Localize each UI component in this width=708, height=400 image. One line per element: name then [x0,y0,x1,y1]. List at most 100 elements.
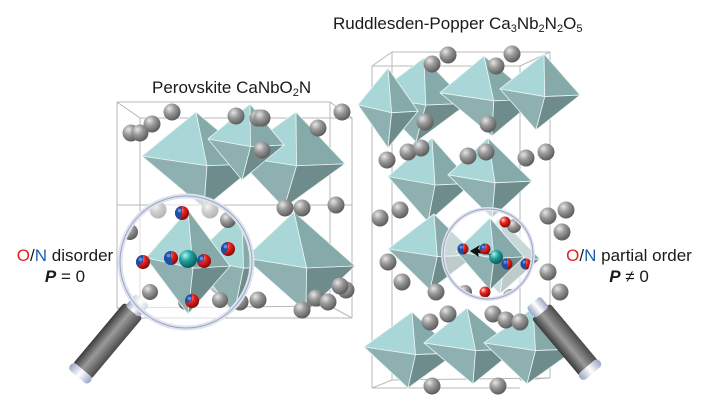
octahedron-face [187,265,231,315]
calcium-atom [399,143,417,161]
highlight [481,245,485,249]
calcium-atom [333,103,351,121]
highlight [481,288,485,292]
formula-element: O [563,14,577,33]
ruddlesden-popper-title: Ruddlesden-Popper Ca3Nb2N2O5 [333,14,582,35]
octahedron [363,311,457,389]
calcium-atom [539,207,557,225]
polarization-relation: ≠ 0 [620,267,649,286]
octahedron-face [427,182,473,223]
perovskite-formula: CaNbO2N [236,78,311,99]
o-n-site-atom [479,243,491,255]
lens-rim-edge [442,208,534,300]
formula-subscript: 5 [576,23,583,35]
nitrogen-part [136,255,143,267]
o-n-site-atom [520,258,532,270]
nitrogen-part [479,243,485,251]
handle-end-cap [69,363,92,384]
octahedron-face [489,256,525,291]
unit-cell-edge [371,51,393,67]
o-n-site-atom [164,251,178,265]
octahedron-face [283,163,346,209]
calcium-atom [423,55,441,73]
calcium-atom [327,196,345,214]
calcium-atom [416,113,434,131]
calcium-atom [276,199,294,217]
calcium-atom [319,293,337,311]
niobium-atom [179,250,197,268]
nitrogen-part [185,294,192,304]
unit-cell-edge [371,379,393,389]
highlight [459,245,463,249]
highlight [501,218,505,222]
calcium-atom [142,284,158,300]
nitrogen-part [457,243,463,255]
handle-grip [532,304,598,376]
formula-element: Nb [516,14,539,33]
o-n-site-atom [501,258,513,270]
octahedron-face [526,348,577,385]
highlight [166,253,171,258]
o-n-site-atom [175,206,189,220]
nitrogen-part [175,206,182,220]
rp-title-prefix: Ruddlesden-Popper [333,14,489,33]
magnifier-left [69,193,255,384]
handle-group [527,297,602,380]
o-n-site-atom [479,286,491,298]
calcium-atom [477,143,495,161]
octahedron-face [535,94,581,131]
slash: / [30,246,35,265]
calcium-atom [489,377,507,395]
calcium-atom [503,45,521,63]
calcium-atom [439,305,457,323]
octahedron-face [241,209,252,269]
oxygen-part [479,286,491,298]
octahedron [499,53,581,131]
highlight [199,256,204,261]
partial-order-label: O/N partial order P ≠ 0 [552,245,706,287]
calcium-atom [253,141,271,159]
octahedron-face [387,110,419,149]
nitrogen-part [164,251,174,265]
formula-subscript: 3 [510,23,517,35]
o-n-site-atom [136,255,150,269]
calcium-atom [421,313,439,331]
calcium-atom [249,291,267,309]
calcium-atom [412,139,430,157]
formula-subscript: 2 [538,23,545,35]
calcium-atom [253,109,271,127]
highlight [503,260,507,264]
highlight [522,260,526,264]
calcium-atom [487,57,505,75]
perovskite-structure [116,101,356,319]
polarization-nonzero: P ≠ 0 [552,266,706,287]
polarization-relation: = 0 [56,267,86,286]
calcium-atom [551,283,569,301]
oxygen-part [499,216,511,228]
calcium-atom [459,147,477,165]
nitrogen-part [197,254,204,264]
magnifier-right [441,207,602,380]
calcium-atom [331,277,349,295]
rp-formula: Ca3Nb2N2O5 [489,14,583,35]
partial-order-label-line1: O/N partial order [552,245,706,266]
octahedron [357,67,419,149]
calcium-atom [393,273,411,291]
unit-cell-edge [116,101,141,119]
nitrogen-part [221,242,228,255]
calcium-atom [227,107,245,125]
octahedron-face [357,104,393,149]
nitrogen-symbol: N [34,246,48,265]
handle-end-cap [578,359,602,380]
nitrogen-part [520,258,526,270]
calcium-atom [371,209,389,227]
calcium-atom [293,199,311,217]
o-n-site-atom [499,216,511,228]
highlight [187,296,192,301]
calcium-atom [517,149,535,167]
calcium-atom [309,119,327,137]
octahedron-face [543,53,581,97]
oxygen-symbol: O [566,246,580,265]
o-n-site-atom [457,243,469,255]
calcium-atom [423,377,441,395]
